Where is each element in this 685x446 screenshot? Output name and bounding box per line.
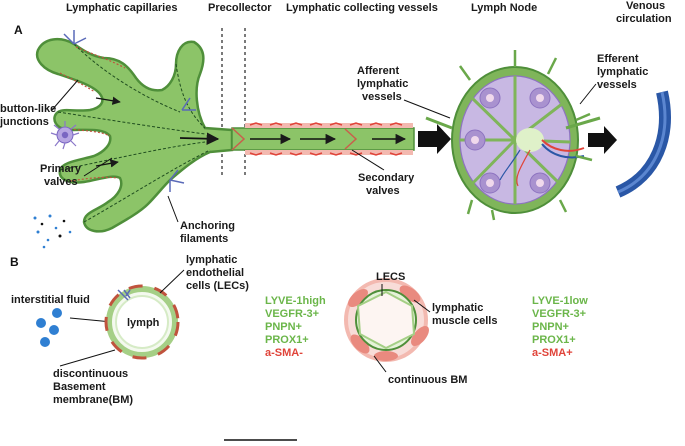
anchoring-filament-1-icon — [63, 30, 87, 45]
leader-efferent — [579, 83, 597, 105]
immune-cell-icon — [50, 121, 80, 150]
label-efferent-line3: vessels — [597, 79, 637, 91]
leader-anchoring-filaments — [167, 195, 179, 223]
header-venous-line1: Venous — [626, 0, 665, 12]
label-muscle-line1: lymphatic — [432, 302, 483, 314]
interstitial-particles-a — [33, 214, 72, 249]
label-button-junctions-line1: button-like — [0, 103, 56, 115]
button-like-junctions — [59, 46, 126, 182]
label-primary-valves-line2: valves — [44, 176, 78, 188]
collecting-vessel — [231, 122, 415, 156]
capillary-marker: PNPN+ — [265, 321, 302, 333]
collector-marker: VEGFR-3+ — [532, 308, 586, 320]
anchoring-filament-3-icon — [169, 169, 185, 192]
collector-marker: a-SMA+ — [532, 347, 573, 359]
header-collecting-vessels: Lymphatic collecting vessels — [286, 2, 438, 14]
header-lymph-node: Lymph Node — [471, 2, 537, 14]
collector-marker: LYVE-1low — [532, 295, 588, 307]
cell-junction-pattern — [57, 43, 211, 223]
flow-arrow-capillary — [179, 132, 220, 145]
collector-cross-section — [344, 278, 429, 362]
collector-marker: PNPN+ — [532, 321, 569, 333]
capillary-marker: a-SMA- — [265, 347, 303, 359]
label-lecs: LECS — [376, 271, 405, 283]
label-continuous-bm: continuous BM — [388, 374, 467, 386]
label-lymph: lymph — [127, 317, 160, 329]
leader-button-junctions — [51, 79, 79, 111]
label-primary-valves-line1: Primary — [40, 163, 82, 175]
big-arrow-to-venous — [588, 126, 617, 154]
label-interstitial-fluid: interstitial fluid — [11, 294, 90, 306]
leader-lec — [159, 269, 185, 294]
lymphatic-capillary-network — [35, 37, 234, 233]
label-efferent-line1: Efferent — [597, 53, 639, 65]
label-button-junctions-line2: junctions — [0, 116, 49, 128]
lymph-node — [425, 50, 601, 221]
interstitial-fluid-droplets-icon — [36, 308, 62, 347]
leader-muscle — [413, 299, 431, 313]
collector-marker-list: LYVE-1low VEGFR-3+ PNPN+ PROX1+ a-SMA+ — [532, 295, 588, 359]
label-afferent-line1: Afferent — [357, 65, 400, 77]
capillary-cross-section — [104, 284, 180, 360]
capillary-marker: LYVE-1high — [265, 295, 326, 307]
leader-primary-valves — [83, 157, 113, 177]
header-precollector: Precollector — [208, 2, 272, 14]
leader-secondary-valves — [351, 149, 385, 171]
label-bm-line2: Basement — [53, 381, 106, 393]
label-lec-line2: endothelial — [186, 267, 244, 279]
header-lymphatic-capillaries: Lymphatic capillaries — [66, 2, 177, 14]
big-arrow-to-node — [418, 124, 451, 154]
leader-continuous-bm — [373, 355, 387, 373]
leader-afferent — [403, 99, 451, 119]
label-efferent-line2: lymphatic — [597, 66, 648, 78]
label-afferent-line2: lymphatic — [357, 78, 408, 90]
flow-arrow-branch-1 — [95, 96, 121, 105]
flow-arrow-branch-2 — [95, 159, 119, 168]
panel-b-letter: B — [10, 255, 19, 269]
label-anchoring-filaments-line1: Anchoring — [180, 220, 235, 232]
label-muscle-line2: muscle cells — [432, 315, 497, 327]
label-bm-line3: membrane(BM) — [53, 394, 133, 406]
panel-a-letter: A — [14, 23, 23, 37]
label-afferent-line3: vessels — [362, 91, 402, 103]
label-anchoring-filaments-line2: filaments — [180, 233, 228, 245]
label-secondary-valves-line1: Secondary — [358, 172, 415, 184]
panel-a: A Lymphatic capillaries Precollector Lym… — [0, 0, 672, 249]
panel-b: B interstitial fluid lymph lymphatic end… — [10, 254, 588, 406]
header-venous-line2: circulation — [616, 13, 672, 25]
label-secondary-valves-line2: valves — [366, 185, 400, 197]
label-bm-line1: discontinuous — [53, 368, 128, 380]
leader-bm — [59, 349, 116, 367]
label-lec-line3: cells (LECs) — [186, 280, 249, 292]
label-lec-line1: lymphatic — [186, 254, 237, 266]
capillary-marker: PROX1+ — [265, 334, 309, 346]
capillary-marker-list: LYVE-1high VEGFR-3+ PNPN+ PROX1+ a-SMA- — [265, 295, 326, 359]
venous-vessel-highlight — [617, 91, 667, 194]
capillary-marker: VEGFR-3+ — [265, 308, 319, 320]
collector-marker: PROX1+ — [532, 334, 576, 346]
anchoring-filament-2-icon — [181, 97, 196, 111]
